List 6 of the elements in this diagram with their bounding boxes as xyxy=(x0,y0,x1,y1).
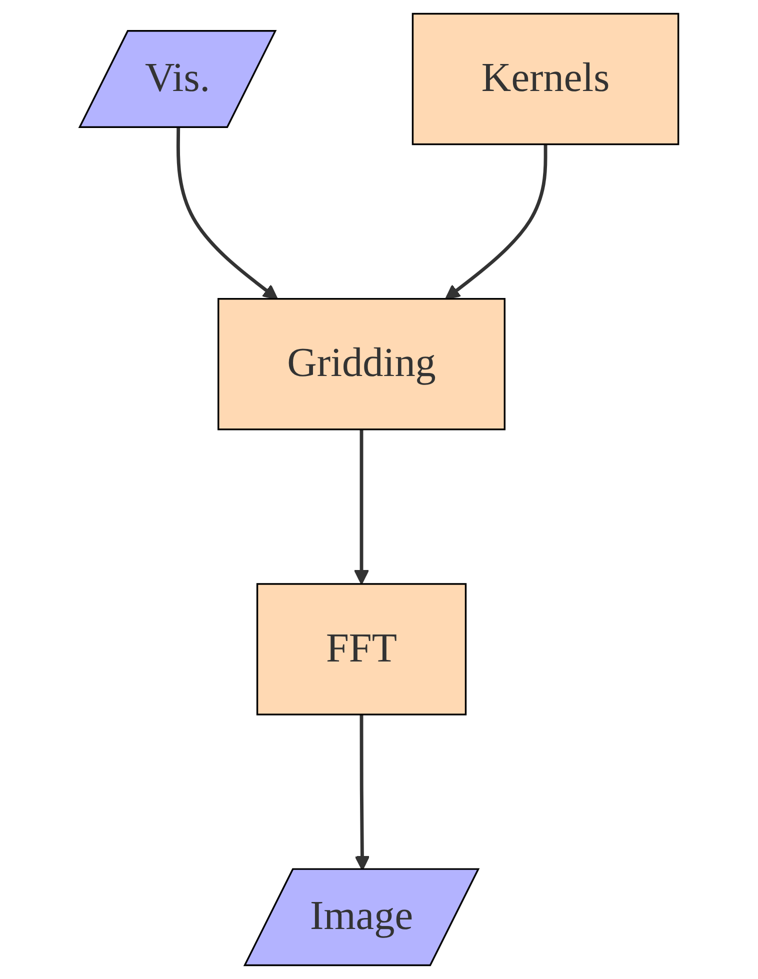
arrow xyxy=(354,429,370,585)
node-box: FFT xyxy=(256,583,467,716)
arrow xyxy=(176,128,278,300)
node-box: Kernels xyxy=(412,12,680,146)
arrow xyxy=(445,144,548,300)
node-box: Gridding xyxy=(218,298,506,430)
